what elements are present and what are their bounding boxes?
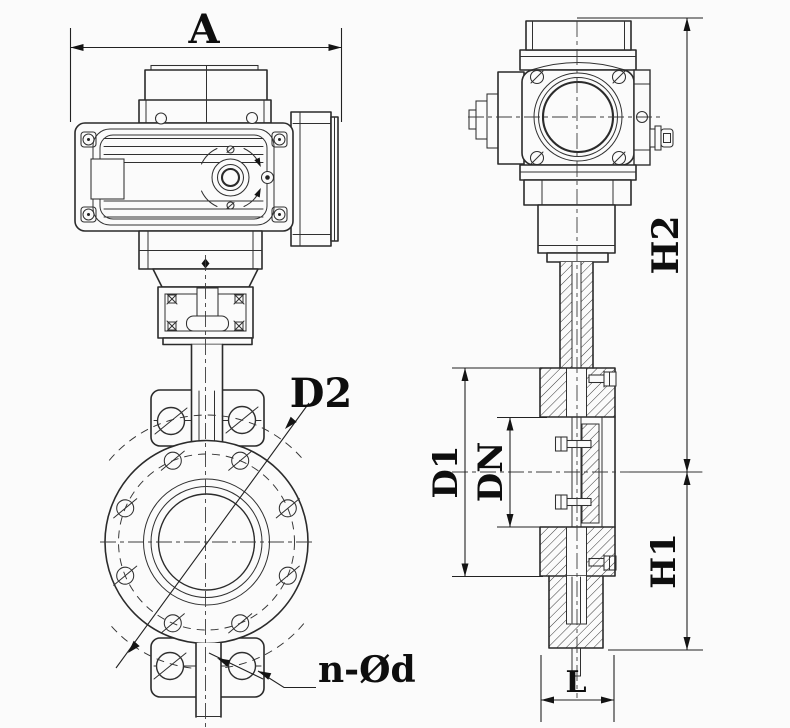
top-screw <box>154 112 168 125</box>
front-view: A <box>69 6 416 727</box>
mounting-bracket <box>138 230 263 346</box>
arrowhead <box>70 44 84 51</box>
side-panel <box>90 158 125 200</box>
side-view: H2 H1 D1 DN <box>426 17 703 722</box>
disc-bolt <box>554 436 592 452</box>
valve-stem <box>190 343 224 443</box>
dimension-n-od-label: n-Ød <box>318 649 416 691</box>
dimension-h2: H2 <box>577 17 703 472</box>
arrowhead <box>541 696 554 704</box>
dimension-dn-label: DN <box>471 442 511 503</box>
dimension-d1: D1 <box>426 367 543 578</box>
dimension-h1: H1 <box>608 472 703 651</box>
arrowhead <box>506 417 514 431</box>
stem-neck-section <box>559 261 594 369</box>
valve-disc <box>581 423 600 524</box>
manual-override-knob <box>201 145 275 210</box>
dimension-d1-label: D1 <box>426 445 466 498</box>
lug-bolt-circle-arc <box>108 623 305 670</box>
arrowhead <box>683 472 691 485</box>
arrowhead <box>683 18 691 31</box>
actuator-side <box>468 20 674 263</box>
arrowhead <box>328 44 342 51</box>
dimension-d2-label: D2 <box>290 370 353 417</box>
top-screw <box>245 111 259 125</box>
arrowhead <box>683 637 691 650</box>
stem-coupling <box>196 287 219 317</box>
dimension-a: A <box>69 6 343 122</box>
arrowhead <box>285 416 297 429</box>
arrowhead <box>461 368 469 381</box>
actuator-housing <box>74 111 294 232</box>
housing-ribs <box>103 138 264 218</box>
dimension-n-od: n-Ød <box>208 649 416 691</box>
lug-bolt-circle-arc <box>108 414 305 461</box>
dimension-l-label: L <box>565 665 586 700</box>
valve-body-section <box>539 367 617 677</box>
arrowhead <box>683 459 691 472</box>
disc-bolt <box>554 494 592 510</box>
rotation-arrow <box>254 157 261 167</box>
actuator-top-cap <box>138 64 272 124</box>
dimension-l: L <box>540 655 615 722</box>
arrowhead <box>217 658 231 667</box>
actuator-cap <box>525 20 632 51</box>
arrowhead <box>258 671 272 680</box>
arrowhead <box>128 640 140 653</box>
dimension-h1-label: H1 <box>644 533 684 589</box>
dimension-h2-label: H2 <box>645 215 687 274</box>
flange-bolt <box>588 370 617 388</box>
bracket-bolts <box>166 293 245 332</box>
bottom-boss <box>548 575 604 677</box>
arrowhead <box>601 696 614 704</box>
lug-hole <box>227 651 257 681</box>
dimension-a-label: A <box>187 6 220 53</box>
bolt-circle <box>118 453 295 631</box>
bottom-stem <box>195 642 222 718</box>
actuator-terminal-box <box>290 111 339 247</box>
arrowhead <box>506 514 514 527</box>
arrowhead <box>461 563 469 577</box>
dimension-dn: DN <box>471 416 547 528</box>
dimension-d2: D2 <box>115 370 353 669</box>
rotation-arrow <box>254 188 261 198</box>
corner-screws <box>80 131 288 223</box>
cable-connector <box>649 125 674 151</box>
